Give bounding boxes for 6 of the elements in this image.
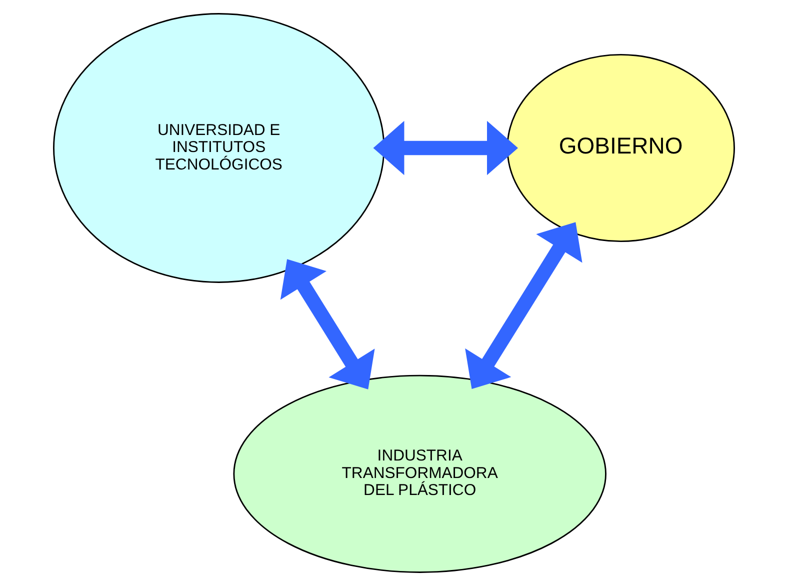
arrow xyxy=(373,120,518,176)
node-ellipse: GOBIERNO xyxy=(506,54,735,242)
node-ellipse: UNIVERSIDAD E INSTITUTOS TECNOLÓGICOS xyxy=(53,13,385,283)
arrow xyxy=(280,259,375,390)
node-ellipse: INDUSTRIA TRANSFORMADORA DEL PLÁSTICO xyxy=(233,374,606,573)
arrow xyxy=(465,222,582,390)
